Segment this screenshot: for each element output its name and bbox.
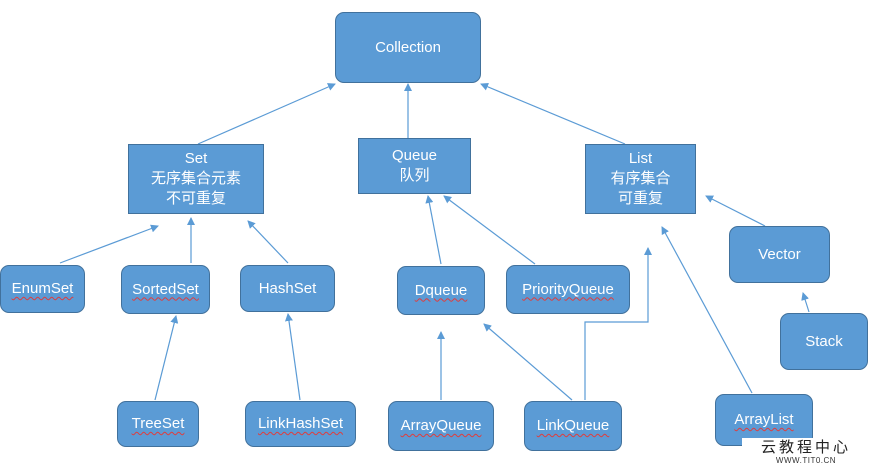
node-collection-label: Collection bbox=[375, 38, 441, 56]
node-priorityqueue: PriorityQueue bbox=[506, 265, 630, 314]
watermark: 云教程中心 WWW.TIT0.CN bbox=[742, 438, 870, 470]
node-set-line1: Set bbox=[184, 150, 208, 167]
node-list-line1: List bbox=[628, 150, 653, 167]
node-set-line3: 不可重复 bbox=[165, 190, 226, 207]
node-sortedset: SortedSet bbox=[121, 265, 210, 314]
node-dqueue: Dqueue bbox=[397, 266, 485, 315]
node-sortedset-label: SortedSet bbox=[132, 280, 199, 298]
arrow-linkqueue-to-list bbox=[584, 247, 652, 400]
arrow-linkqueue-to-dqueue bbox=[483, 323, 573, 401]
node-treeset-label: TreeSet bbox=[131, 415, 185, 432]
node-hashset-label: HashSet bbox=[258, 279, 317, 297]
arrow-arraylist-to-list bbox=[661, 226, 753, 394]
node-vector: Vector bbox=[729, 226, 830, 283]
arrow-dqueue-to-queue bbox=[425, 195, 442, 265]
arrow-list-to-collection bbox=[480, 83, 626, 145]
node-linkqueue: LinkQueue bbox=[524, 401, 622, 451]
arrow-linkhashset-to-hashset bbox=[285, 313, 301, 401]
arrow-stack-to-vector bbox=[801, 292, 810, 313]
arrow-treeset-to-sortedset bbox=[154, 315, 179, 401]
node-priorityqueue-label: PriorityQueue bbox=[522, 280, 614, 298]
arrow-priorityqueue-to-queue bbox=[443, 195, 536, 265]
node-arraylist-label: ArrayList bbox=[734, 411, 794, 428]
node-list: List 有序集合 可重复 bbox=[585, 144, 696, 214]
arrow-enumset-to-set bbox=[59, 224, 159, 264]
node-arrayqueue: ArrayQueue bbox=[388, 401, 494, 451]
node-arraylist: ArrayList bbox=[715, 394, 813, 446]
arrow-hashset-to-set bbox=[247, 220, 289, 264]
node-set-line2: 无序集合元素 bbox=[150, 170, 241, 187]
arrow-set-to-collection bbox=[197, 83, 336, 145]
watermark-title: 云教程中心 bbox=[760, 438, 851, 456]
node-list-line2: 有序集合 bbox=[610, 170, 671, 187]
node-hashset: HashSet bbox=[240, 265, 335, 312]
node-enumset-label: EnumSet bbox=[11, 280, 74, 297]
node-enumset: EnumSet bbox=[0, 265, 85, 313]
node-stack-label: Stack bbox=[805, 332, 843, 350]
node-set: Set 无序集合元素 不可重复 bbox=[128, 144, 264, 214]
node-arrayqueue-label: ArrayQueue bbox=[400, 417, 482, 434]
watermark-url: WWW.TIT0.CN bbox=[775, 456, 837, 465]
node-treeset: TreeSet bbox=[117, 401, 199, 447]
node-queue-line1: Queue bbox=[391, 147, 438, 164]
node-collection: Collection bbox=[335, 12, 481, 83]
node-list-line3: 可重复 bbox=[617, 190, 663, 207]
node-linkhashset: LinkHashSet bbox=[245, 401, 356, 447]
arrow-vector-to-list bbox=[705, 195, 766, 227]
node-vector-label: Vector bbox=[758, 245, 801, 263]
node-stack: Stack bbox=[780, 313, 868, 370]
node-linkqueue-label: LinkQueue bbox=[536, 417, 610, 434]
node-dqueue-label: Dqueue bbox=[414, 281, 468, 299]
node-queue-line2: 队列 bbox=[399, 167, 430, 184]
node-linkhashset-label: LinkHashSet bbox=[257, 415, 344, 432]
node-queue: Queue 队列 bbox=[358, 138, 471, 194]
